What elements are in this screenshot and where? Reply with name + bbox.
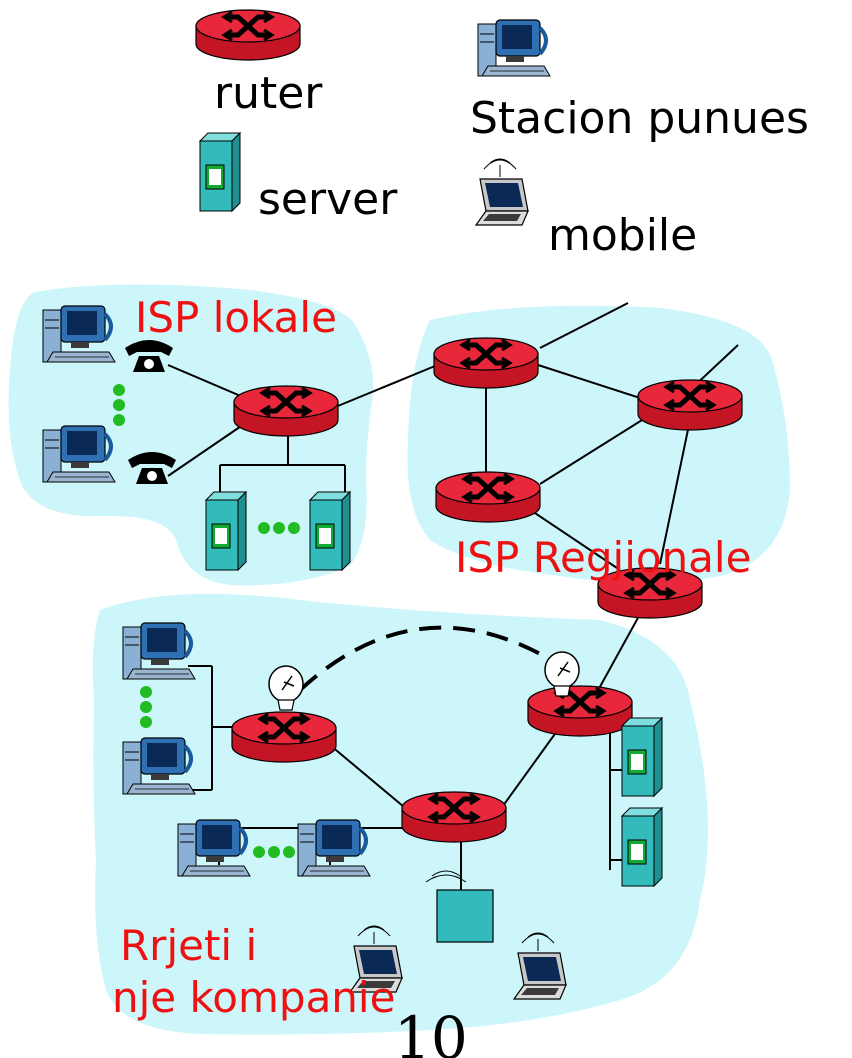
regional-router-3-icon	[436, 472, 540, 522]
legend-router-icon	[196, 10, 300, 60]
company-server-2-icon	[621, 807, 663, 887]
ellipsis-dots	[258, 522, 300, 534]
company-host-1-icon	[121, 621, 197, 681]
company-router-2-icon	[528, 686, 632, 736]
ellipsis-dots	[253, 846, 295, 858]
local-router-icon	[234, 386, 338, 436]
wireless-access-point-icon	[425, 870, 494, 943]
legend-server-label: server	[258, 174, 398, 225]
local-isp-label: ISP lokale	[135, 293, 337, 342]
network-links	[167, 302, 739, 895]
regional-isp-label: ISP Regjionale	[455, 533, 751, 582]
legend-host-icon	[476, 18, 552, 78]
company-host-2-icon	[121, 736, 197, 796]
local-server-2-icon	[309, 491, 351, 571]
company-host-4-icon	[296, 818, 372, 878]
legend-router-label: ruter	[214, 68, 323, 119]
ellipsis-dots	[140, 686, 152, 728]
wireless-link	[298, 625, 560, 692]
page-number: 10	[394, 1004, 468, 1058]
regional-router-1-icon	[434, 338, 538, 388]
legend-host-label: Stacion punues	[470, 93, 809, 144]
company-router-3-icon	[402, 792, 506, 842]
local-host-1-icon	[41, 304, 117, 364]
local-server-1-icon	[205, 491, 247, 571]
regional-router-2-icon	[638, 380, 742, 430]
company-label-line1: Rrjeti i	[120, 921, 257, 970]
company-router-1-icon	[232, 712, 336, 762]
legend-server-icon	[199, 132, 241, 212]
company-label-line2: nje kompanie	[112, 973, 395, 1022]
ellipsis-dots	[113, 384, 125, 426]
company-host-3-icon	[176, 818, 252, 878]
legend-mobile-icon	[475, 158, 529, 226]
legend-mobile-label: mobile	[548, 210, 697, 261]
local-host-2-icon	[41, 424, 117, 484]
company-server-1-icon	[621, 717, 663, 797]
